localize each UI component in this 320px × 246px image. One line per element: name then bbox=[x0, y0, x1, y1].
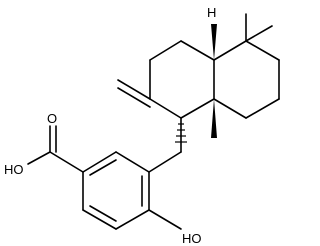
structure-canvas: HO O HO bbox=[4, 5, 280, 246]
ring-bond bbox=[213, 40, 247, 61]
methylene-bond bbox=[117, 79, 151, 100]
methylene-double-bond bbox=[117, 87, 151, 108]
ring-bond bbox=[149, 98, 182, 119]
ring-double-bond-inner bbox=[89, 159, 117, 176]
angular-methyl-wedge bbox=[211, 99, 217, 138]
bold-wedge-bond bbox=[211, 24, 217, 60]
ring-bond bbox=[82, 151, 117, 173]
bold-wedge-bond bbox=[211, 99, 217, 138]
carboxylic-acid-o-label: O bbox=[47, 111, 57, 126]
carboxylic-acid-group: HO O bbox=[4, 111, 84, 177]
right-cyclohexane-ring bbox=[213, 40, 280, 119]
ring-bond bbox=[180, 40, 215, 61]
aryl-carboxyl-bond bbox=[49, 151, 84, 173]
methylene-group bbox=[117, 79, 151, 108]
methyl-bond bbox=[245, 25, 273, 42]
phenol-group: HO bbox=[148, 209, 202, 246]
ring-bond bbox=[245, 98, 280, 119]
gem-dimethyl-group bbox=[245, 13, 273, 42]
phenol-bond bbox=[148, 209, 182, 230]
stereo-h-wedge: H bbox=[207, 5, 217, 60]
ring-bond bbox=[245, 40, 280, 61]
ring-bond bbox=[82, 209, 117, 230]
phenol-oh-label: HO bbox=[182, 231, 202, 246]
benzene-ring bbox=[82, 151, 150, 230]
stereo-h-label: H bbox=[207, 5, 216, 20]
ring-double-bond-inner bbox=[89, 205, 117, 222]
chemical-structure-diagram: HO O HO bbox=[4, 5, 280, 246]
carboxyl-oh-bond bbox=[27, 151, 51, 165]
benzylic-linker bbox=[148, 117, 187, 173]
ring-bond bbox=[180, 98, 215, 119]
ring-bond bbox=[115, 151, 150, 173]
left-cyclohexane-ring bbox=[149, 40, 215, 119]
carboxylic-acid-oh-label: HO bbox=[4, 162, 24, 177]
ring-bond bbox=[213, 98, 247, 119]
ring-bond bbox=[115, 209, 150, 230]
ring-bond bbox=[149, 40, 182, 61]
benzylic-bond bbox=[148, 151, 182, 173]
